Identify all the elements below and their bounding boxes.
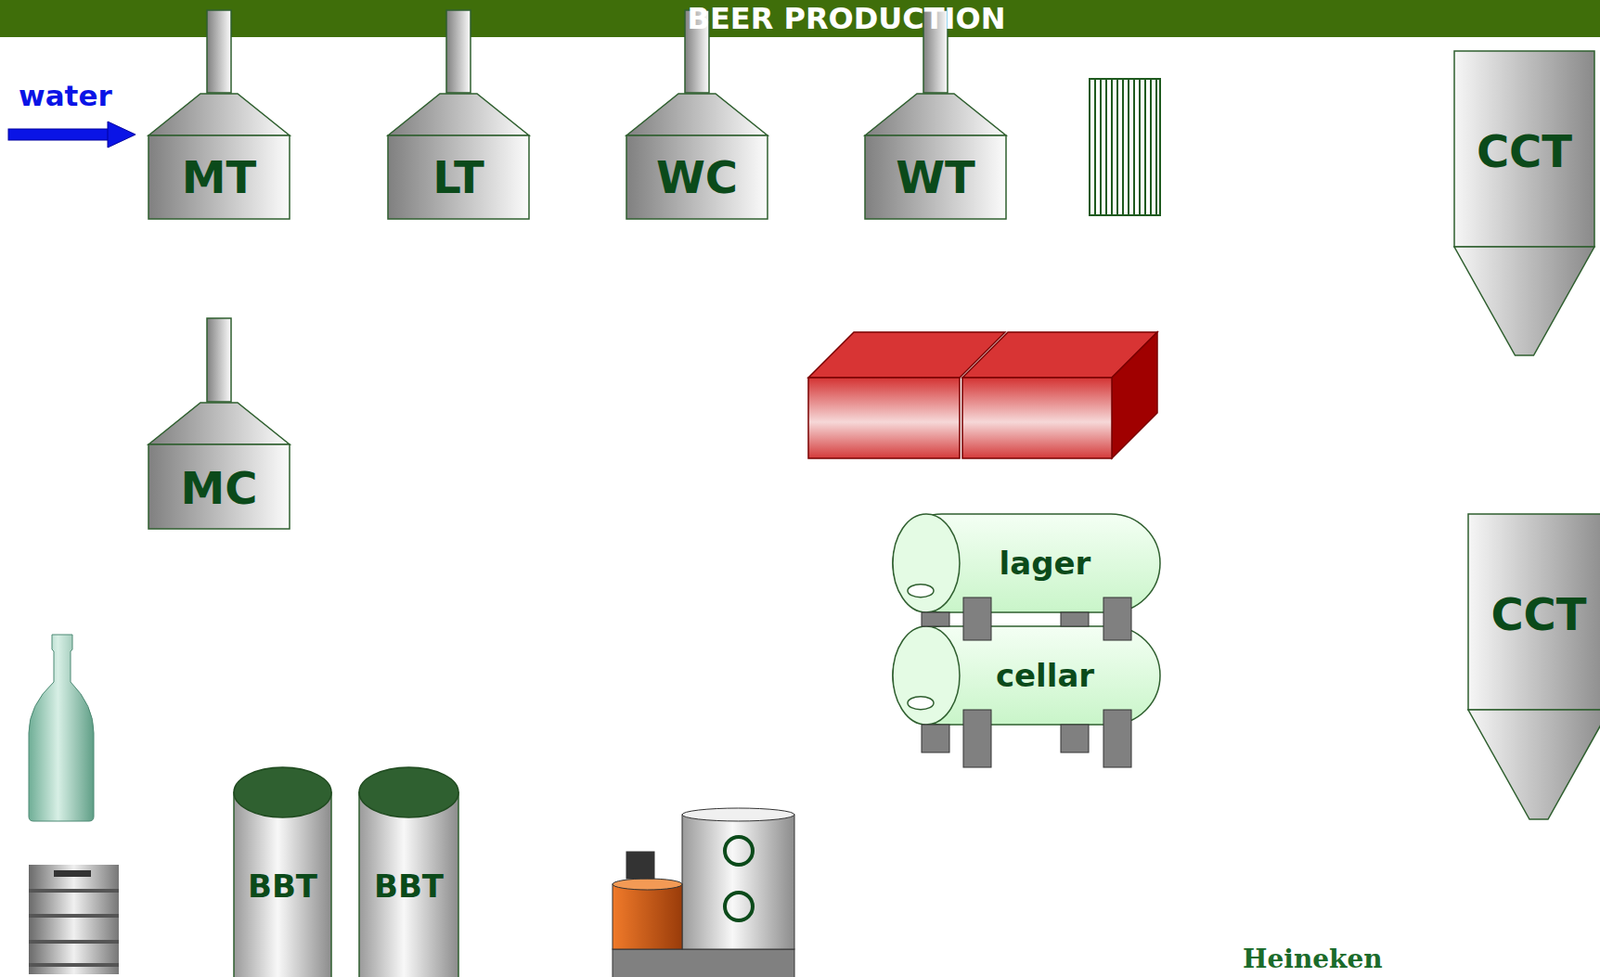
vessel-label: CCT — [1468, 592, 1600, 637]
vessel-label: MT — [148, 154, 290, 200]
vessel-label: CCT — [1454, 129, 1595, 174]
kettle-vessel: WC — [626, 10, 768, 220]
kettle-chimney — [206, 318, 232, 402]
bbt-top — [233, 767, 332, 818]
red-boxes — [808, 332, 1158, 459]
kettle-roof — [626, 93, 768, 136]
silo-body — [1468, 514, 1600, 710]
tank-end — [892, 626, 960, 725]
bbt-top — [359, 767, 459, 818]
kettle-body — [387, 135, 530, 220]
bbt-vessel: BBT — [233, 767, 332, 977]
tank-shell — [892, 626, 1161, 725]
kettle-roof — [148, 402, 290, 445]
filler-machine — [612, 808, 795, 977]
kettle-body — [864, 135, 1007, 220]
kettle-vessel: MT — [148, 10, 290, 220]
silo-body — [1454, 51, 1595, 247]
vessel-outline — [1454, 51, 1595, 356]
kettle-roof — [864, 93, 1007, 136]
vessel-label: WT — [864, 154, 1007, 200]
silo-vessel: CCT — [1468, 514, 1600, 820]
vessel-label: MC — [148, 465, 290, 511]
kettle-vessel: LT — [387, 10, 530, 220]
silo-cone — [1454, 246, 1595, 356]
kettle-chimney — [446, 10, 471, 93]
kettle-body — [148, 135, 290, 220]
tank-hatch — [907, 696, 934, 710]
tank-vessel: cellar — [892, 626, 1161, 725]
kettle-vessel: MC — [148, 318, 290, 530]
brand-watermark: Heineken — [1242, 946, 1383, 973]
kettle-roof — [387, 93, 530, 136]
tank-hatch — [907, 584, 934, 598]
tank-vessel: lager — [892, 514, 1161, 613]
vessel-label: lager — [948, 547, 1142, 580]
silo-vessel: CCT — [1454, 51, 1595, 356]
vessel-outline — [1468, 514, 1600, 820]
flow-label: water — [18, 81, 113, 111]
bbt-body — [359, 792, 459, 977]
kettle-body — [626, 135, 768, 220]
heat-exchanger — [1089, 78, 1161, 216]
tank-end — [892, 514, 960, 613]
kettle-vessel: WT — [864, 10, 1007, 220]
water-arrow — [8, 121, 136, 148]
vessel-label: cellar — [948, 659, 1142, 692]
bbt-body — [233, 792, 332, 977]
tank-shell — [892, 514, 1161, 613]
vessel-label: WC — [626, 154, 768, 200]
kettle-chimney — [206, 10, 232, 93]
bottle — [28, 634, 94, 822]
kettle-body — [148, 444, 290, 530]
silo-cone — [1468, 709, 1600, 820]
vessel-label: LT — [387, 154, 530, 200]
page-title: BEER PRODUCTION — [0, 3, 1600, 34]
keg — [28, 864, 119, 975]
kettle-roof — [148, 93, 290, 136]
bbt-vessel: BBT — [359, 767, 459, 977]
vessel-label: BBT — [233, 870, 332, 903]
vessel-label: BBT — [359, 870, 459, 903]
